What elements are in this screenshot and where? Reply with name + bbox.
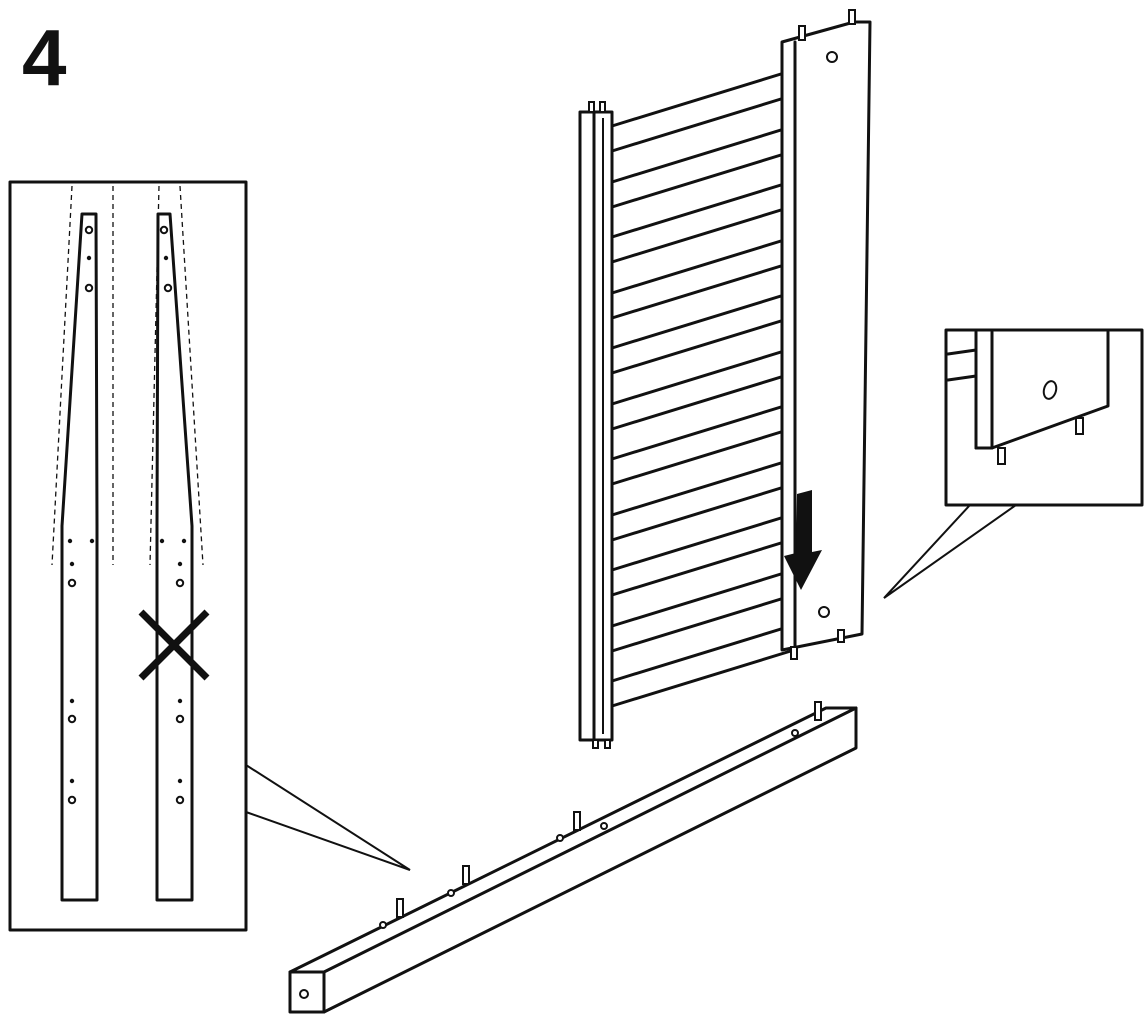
down-arrow-icon xyxy=(784,490,822,590)
cross-mark-icon xyxy=(138,609,210,681)
slatted-side-panel xyxy=(578,9,872,749)
panel-slats xyxy=(610,68,796,708)
rail-incorrect-orientation xyxy=(155,212,194,902)
detail-inset-frame xyxy=(8,180,248,932)
rail-correct-orientation xyxy=(60,212,99,902)
detail-inset-rail-orientation xyxy=(8,180,411,932)
base-rail xyxy=(288,701,858,1014)
detail-inset-dowel-closeup xyxy=(883,328,1144,599)
detail-inset-callout xyxy=(245,764,411,871)
panel-left-post xyxy=(578,101,614,749)
base-rail-dowels xyxy=(396,701,822,918)
detail-inset-dowel-callout xyxy=(883,504,1017,599)
step-number: 4 xyxy=(22,13,67,102)
